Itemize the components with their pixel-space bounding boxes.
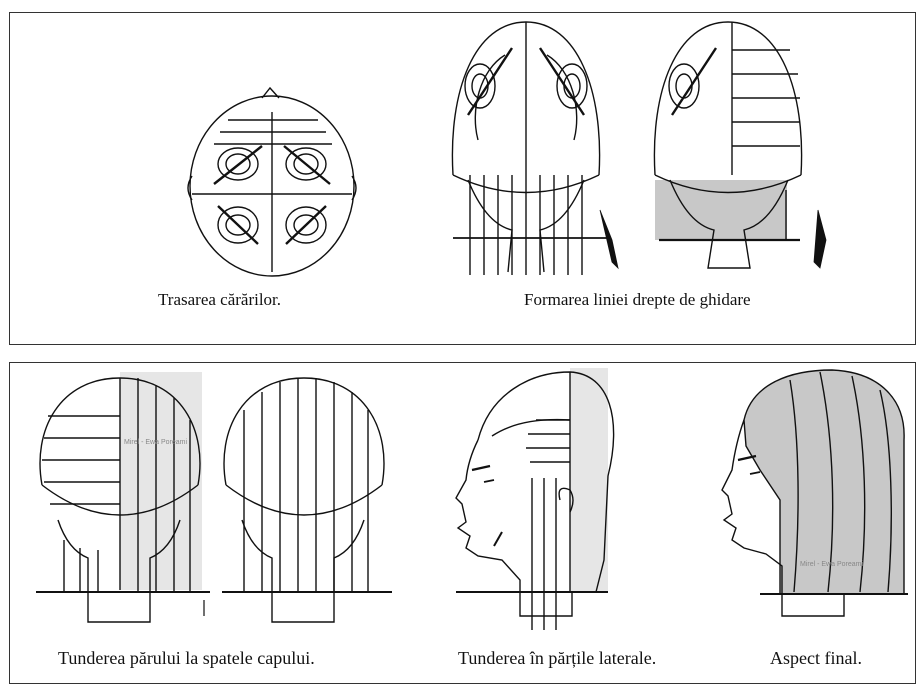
head-back-guide-line-illustration [600,22,826,268]
caption-trasarea: Trasarea cărărilor. [158,290,281,310]
svg-text:Mirel - Ewa Poreami: Mirel - Ewa Poreami [800,561,863,568]
head-top-view-illustration [188,88,356,276]
svg-text:Mirel - Ewa Poreami: Mirel - Ewa Poreami [124,439,187,446]
caption-tunderea-laterale: Tunderea în părțile laterale. [458,648,656,669]
head-back-vertical-illustration [222,378,392,622]
caption-aspect-final: Aspect final. [770,648,862,669]
head-back-half-illustration: Mirel - Ewa Poreami [36,372,210,622]
head-final-aspect-illustration: Mirel - Ewa Poreami [722,370,908,616]
head-side-profile-illustration [456,368,614,630]
head-back-sections-illustration [452,22,610,275]
caption-formarea: Formarea liniei drepte de ghidare [524,290,751,310]
caption-tunderea-spate: Tunderea părului la spatele capului. [58,648,315,669]
